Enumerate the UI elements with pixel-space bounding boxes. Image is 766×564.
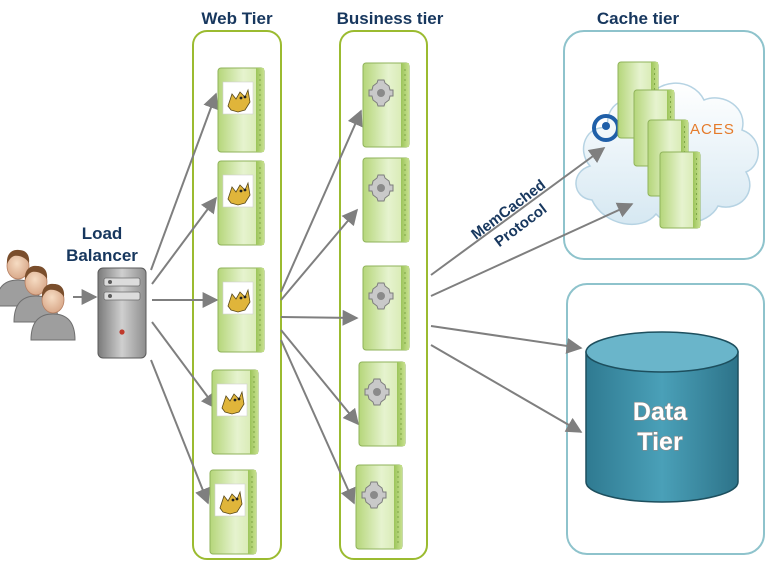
tomcat-server-icon [217,67,265,153]
load-balancer-label-line1: Load [82,224,123,243]
data-tier-label-line2: Tier [637,428,683,456]
business-tier-label: Business tier [337,9,444,28]
business-to-cache-arrows [430,147,634,297]
server-icon [97,267,147,359]
web-tier-label: Web Tier [201,9,273,28]
tomcat-server-icon [209,469,257,555]
business-to-data-arrows [430,325,583,433]
memcached-protocol-label: MemCached Protocol [468,176,550,250]
cache-tier-label: Cache tier [597,9,680,28]
data-tier-label-line1: Data [633,398,688,426]
gear-server-icon [358,361,406,447]
users-group [0,249,76,341]
cache-logo-text: ACES [690,121,735,138]
lb-to-web-arrows [150,92,219,505]
database-cylinder-icon: Data Tier [585,331,739,503]
tomcat-server-icon [211,369,259,455]
cache-server-icon [659,151,701,229]
load-balancer-label-line2: Balancer [66,246,138,265]
gear-server-icon [362,62,410,148]
load-balancer: Load Balancer [66,224,147,359]
gear-server-icon [362,157,410,243]
gear-server-icon [362,265,410,351]
tomcat-server-icon [217,267,265,353]
tomcat-server-icon [217,160,265,246]
web-to-business-arrows [280,109,363,505]
gear-server-icon [355,464,403,550]
